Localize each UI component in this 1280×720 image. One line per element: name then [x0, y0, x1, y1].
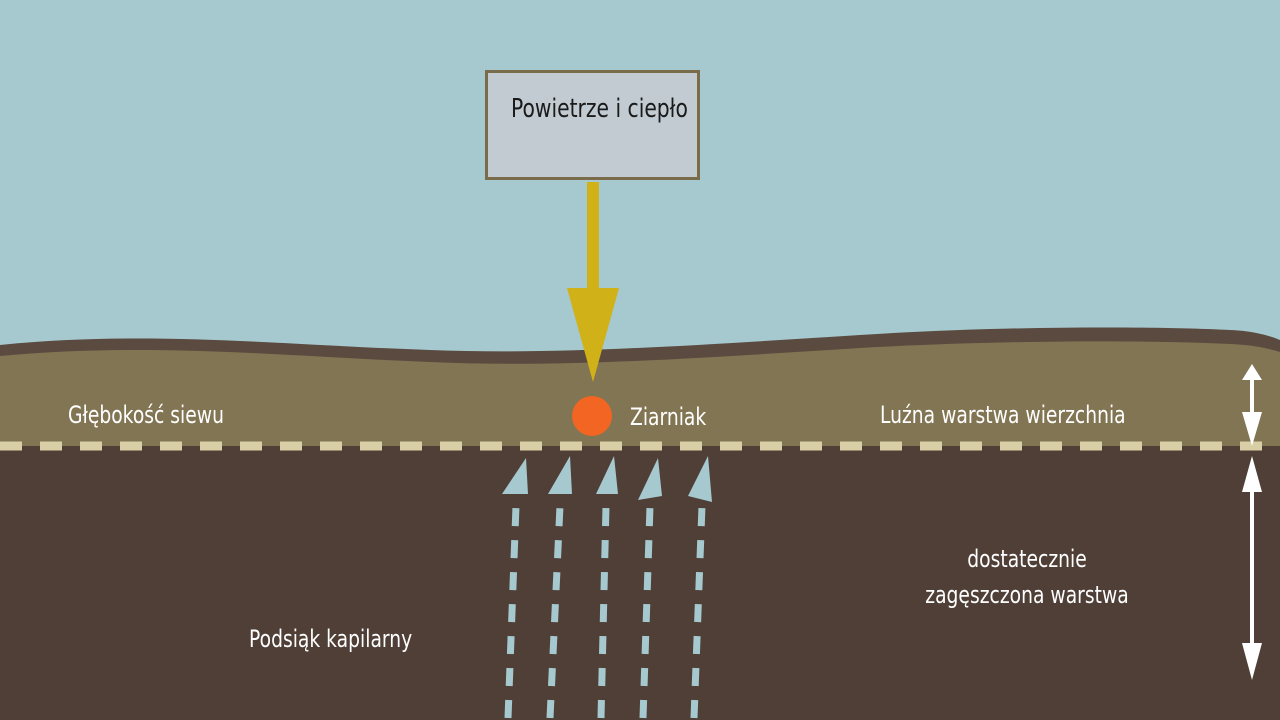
loose-topsoil-layer: [0, 341, 1280, 446]
seed-label: Ziarniak: [630, 403, 707, 431]
loose-layer-thickness-arrow: [1242, 364, 1262, 446]
compacted-layer-label-line1: dostatecznie: [967, 545, 1087, 573]
sowing-depth-label: Głębokość siewu: [68, 401, 224, 429]
capillary-arrow: [546, 456, 572, 719]
air-heat-label: Powietrze i ciepło: [510, 94, 688, 124]
capillary-arrow: [638, 458, 662, 719]
compacted-subsoil-layer: [0, 446, 1280, 720]
capillary-rise-label: Podsiąk kapilarny: [249, 625, 413, 653]
capillary-arrow: [596, 456, 618, 719]
seed-dot: [572, 396, 612, 436]
capillary-rise-arrows: [502, 456, 712, 719]
heat-air-arrow: [567, 182, 619, 382]
capillary-arrow: [688, 456, 712, 719]
compacted-layer-label-line2: zagęszczona warstwa: [925, 581, 1129, 609]
heat-arrow-shaft: [587, 182, 599, 292]
capillary-arrow: [502, 458, 528, 719]
compacted-layer-thickness-arrow: [1242, 456, 1262, 680]
heat-arrow-head: [567, 288, 619, 382]
loose-layer-label: Luźna warstwa wierzchnia: [880, 401, 1126, 429]
air-heat-source-box: Powietrze i ciepło: [485, 70, 700, 180]
